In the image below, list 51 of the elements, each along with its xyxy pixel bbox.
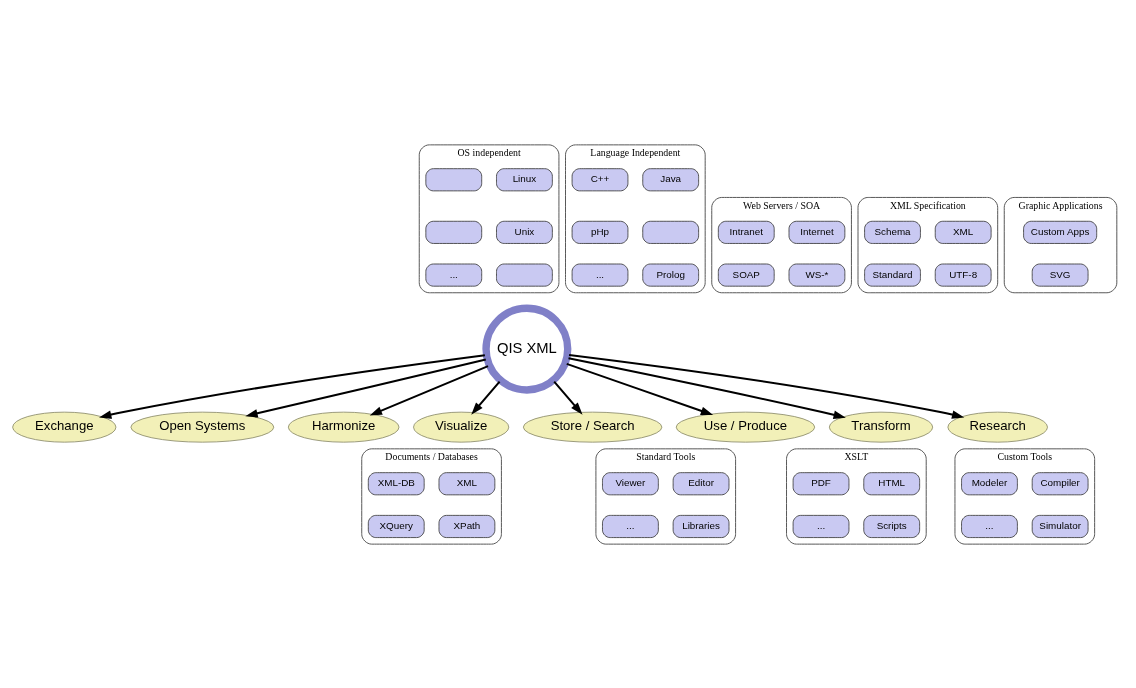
node-box: Schema [864,220,921,244]
node-box: Editor [672,471,730,495]
node-box: ... [961,514,1018,538]
node-box [642,220,699,244]
node-box: ... [571,263,629,287]
node-box: Unix [496,220,553,244]
node-ellipse: Open Systems [130,411,275,443]
node-box: PDF [792,471,850,495]
node-box: Viewer [602,471,659,495]
node-box: Java [642,167,699,191]
node-box: SOAP [717,263,775,287]
arrow [99,353,485,419]
node-box: Compiler [1031,471,1089,495]
node-box: XML-DB [367,471,425,495]
node-ellipse: Harmonize [287,411,400,443]
node-box [496,263,553,287]
node-box: ... [792,514,850,538]
arrow [568,353,965,419]
node-box: SVG [1031,263,1089,287]
node-box: HTML [863,471,921,495]
node-box: Prolog [642,263,699,287]
node-box: C++ [571,167,629,191]
node-box: ... [602,514,659,538]
arrow [566,362,714,415]
node-ellipse: Visualize [413,411,510,443]
node-ellipse: Use / Produce [675,411,816,443]
node-box: Libraries [672,514,730,538]
node-box: Intranet [717,220,775,244]
arrow [245,358,487,418]
node-box: XPath [438,514,496,538]
arrow [568,356,846,419]
node-box: Modeler [961,471,1018,495]
node-box [425,220,483,244]
node-box: XML [934,220,992,244]
node-box: pHp [571,220,629,244]
node-box: WS-* [788,263,846,287]
node-box: Scripts [863,514,921,538]
node-box [425,167,483,191]
node-box: Linux [496,167,553,191]
node-box: XML [438,471,496,495]
arrow [553,380,583,415]
node-box: ... [425,263,483,287]
node-box: XQuery [367,514,425,538]
node-box: UTF-8 [934,263,992,287]
node-box: Custom Apps [1023,220,1098,244]
node-box: Internet [788,220,846,244]
node-box: Standard [864,263,921,287]
arrow [471,380,501,415]
node-box: Simulator [1031,514,1089,538]
node-ellipse: Store / Search [522,411,663,443]
arrow [369,364,489,415]
